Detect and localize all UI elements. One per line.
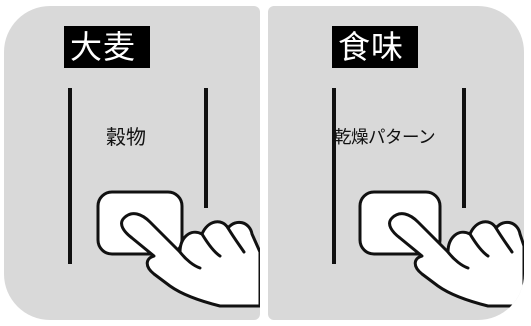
panel-label: 乾燥パターン	[334, 128, 436, 148]
panel-taste: 食味 乾燥パターン	[268, 6, 524, 320]
panel-label: 穀物	[106, 125, 146, 149]
panel-title: 食味	[332, 26, 419, 68]
pointing-hand-icon	[120, 212, 260, 308]
panel-title: 大麦	[64, 26, 151, 68]
press-illustration	[358, 190, 524, 308]
press-illustration	[96, 190, 260, 308]
display-rail-right	[462, 88, 466, 208]
display-rail-left	[68, 88, 72, 264]
display-rail-right	[204, 88, 208, 208]
pointing-hand-icon	[388, 212, 524, 308]
display-rail-left	[332, 88, 336, 264]
panel-grain: 大麦 穀物	[4, 6, 260, 320]
